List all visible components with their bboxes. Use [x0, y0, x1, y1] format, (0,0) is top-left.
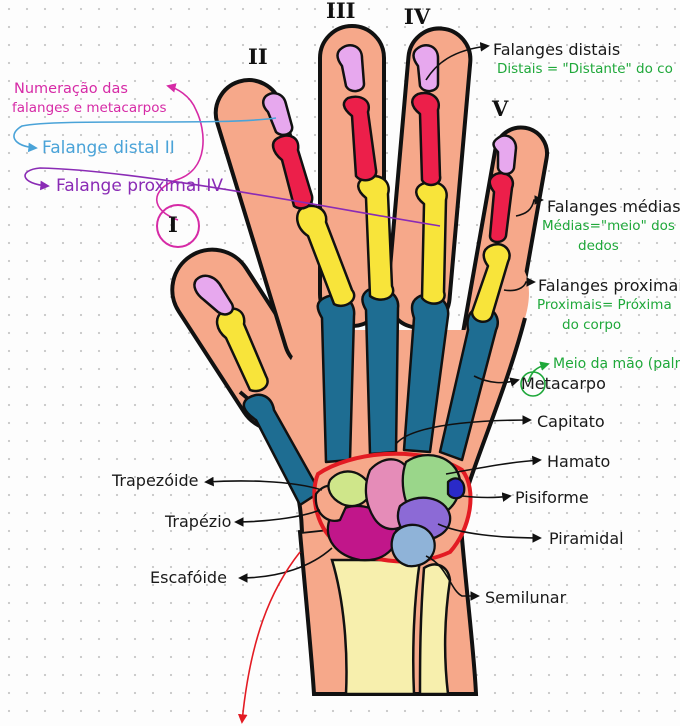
hamato-label: Hamato — [547, 452, 611, 471]
arrow-capitato — [395, 415, 532, 445]
arrow-pisiforme — [461, 492, 512, 502]
falanges-medias-label: Falanges médias — [547, 197, 680, 216]
distal-phalanx-II — [262, 92, 294, 137]
middle-phalanx-V — [488, 171, 515, 244]
arrow-escafoide — [238, 547, 333, 583]
pisiforme-label: Pisiforme — [515, 488, 589, 507]
arrow-numeracao — [156, 83, 204, 221]
roman-numeral-IV: IV — [404, 4, 431, 29]
arrow-falanges-medias — [515, 195, 544, 217]
roman-numeral-V: V — [492, 96, 509, 121]
distal-phalanx-IV — [412, 44, 440, 93]
arrow-piramidal — [437, 523, 542, 543]
falange-proximal-label: Falange proximal IV — [56, 176, 224, 196]
arrow-semilunar — [425, 555, 480, 601]
falange-distal-label: Falange distal II — [42, 138, 175, 158]
falanges-proximais-label: Falanges proximais — [538, 276, 680, 295]
arrow-meio-da-mao — [527, 361, 550, 383]
metacarpo-label: Metacarpo — [521, 374, 606, 393]
numeracao-label-line2: falanges e metacarpos — [12, 100, 167, 116]
arrow-hamato — [445, 455, 542, 475]
pisiform-bone — [446, 477, 466, 500]
proximal-phalanx-II — [295, 204, 356, 307]
semilunar-label: Semilunar — [485, 588, 567, 607]
metacarpal-I — [242, 393, 322, 507]
roman-numeral-II: II — [248, 44, 268, 69]
middle-phalanx-IV — [411, 91, 442, 187]
distais-note: Distais = "Distante" do co — [497, 61, 673, 77]
proximal-phalanx-V — [470, 243, 511, 324]
arrow-falange-distal — [13, 117, 277, 153]
proximal-phalanx-I — [215, 307, 269, 393]
arrow-trapezio — [234, 509, 321, 527]
lunate-bone — [390, 523, 436, 568]
proximal-phalanx-IV — [415, 180, 448, 305]
distal-phalanx-III — [336, 44, 366, 93]
proximal-phalanx-III — [357, 174, 395, 301]
proximais-note-1: Proximais= Próxima — [537, 297, 672, 313]
roman-numeral-I: I — [168, 212, 178, 237]
trapezoid-bone — [327, 470, 372, 508]
trapezio-label: Trapézio — [165, 512, 232, 531]
arrow-metacarpo — [473, 375, 520, 387]
middle-phalanx-II — [271, 134, 314, 210]
trapezoide-label: Trapezóide — [112, 471, 199, 490]
meio-da-mao-label: Meio da mão (palm — [553, 356, 680, 372]
distal-phalanx-I — [193, 274, 235, 316]
radius-bone — [330, 558, 422, 696]
distal-phalanx-V — [492, 134, 518, 176]
proximais-note-2: do corpo — [562, 317, 622, 333]
roman-I-circle — [156, 204, 200, 248]
escafoide-label: Escafóide — [150, 568, 227, 587]
capitato-label: Capitato — [537, 412, 605, 431]
metacarpo-highlight — [520, 371, 546, 397]
medias-note-1: Médias="meio" dos — [542, 218, 675, 234]
piramidal-label: Piramidal — [549, 529, 624, 548]
arrow-trapezoide — [204, 476, 323, 491]
arrow-falanges-proximais — [503, 277, 536, 292]
numeracao-label-line1: Numeração das — [14, 81, 128, 97]
middle-phalanx-III — [342, 95, 378, 182]
falanges-distais-label: Falanges distais — [493, 40, 621, 59]
arrow-falange-proximal — [24, 167, 441, 227]
ulna-bone — [418, 563, 452, 696]
arrow-falanges-distais — [425, 42, 490, 81]
medias-note-2: dedos — [578, 238, 619, 254]
roman-numeral-III: III — [326, 0, 356, 23]
arrow-forearm-red — [237, 551, 301, 724]
